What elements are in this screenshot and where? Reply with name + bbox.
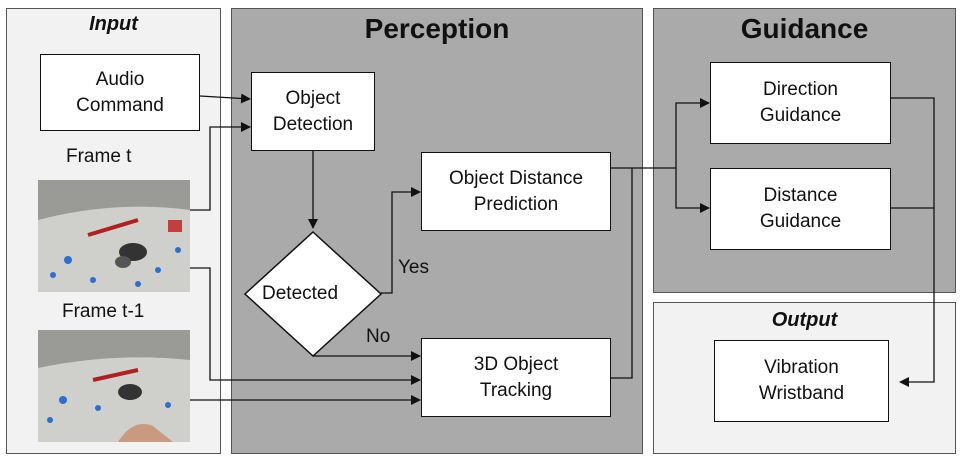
direction-guidance-box: Direction Guidance	[710, 62, 891, 144]
output-panel-title: Output	[771, 309, 838, 331]
object-distance-prediction-box: Object Distance Prediction	[421, 152, 611, 231]
vibration-wristband-box: Vibration Wristband	[714, 340, 889, 422]
frame-t-label: Frame t	[66, 146, 132, 167]
audio-command-box: Audio Command	[40, 54, 200, 131]
frame-t-image	[38, 180, 190, 292]
guidance-panel-title: Guidance	[740, 13, 869, 44]
detected-label: Detected	[262, 283, 339, 304]
no-label: No	[366, 326, 391, 347]
frame-t1-image	[38, 330, 190, 442]
yes-label: Yes	[398, 257, 429, 278]
input-panel-title: Input	[89, 13, 138, 35]
3d-object-tracking-box: 3D Object Tracking	[421, 338, 611, 417]
perception-panel-title: Perception	[364, 13, 510, 44]
object-detection-box: Object Detection	[251, 72, 375, 151]
detected-diamond	[243, 230, 383, 358]
distance-guidance-box: Distance Guidance	[710, 168, 891, 250]
frame-t1-label: Frame t-1	[62, 301, 145, 322]
